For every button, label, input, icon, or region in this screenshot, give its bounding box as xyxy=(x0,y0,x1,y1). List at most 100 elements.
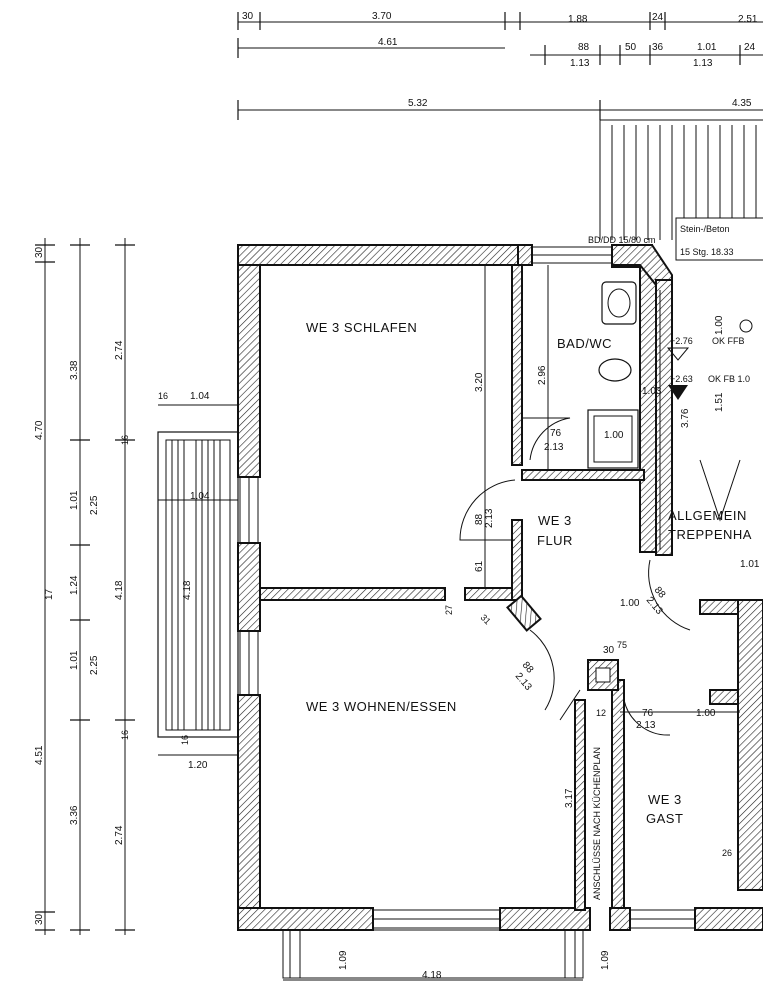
doors xyxy=(459,417,691,736)
dim-top-50: 50 xyxy=(625,42,637,53)
bad-shower-width: 1.00 xyxy=(604,430,624,441)
gast-213: 2.13 xyxy=(636,720,656,731)
balcony-width-mid: 1.04 xyxy=(190,491,210,502)
treppe-376: 3.76 xyxy=(680,408,691,428)
dim-left-30b: 30 xyxy=(34,913,45,925)
sink-icon xyxy=(601,281,637,325)
terrace-depth-b: 1.09 xyxy=(600,950,611,970)
balcony-width-bottom: 1.20 xyxy=(188,760,208,771)
dim-top-461: 4.61 xyxy=(378,37,398,48)
gast-12: 12 xyxy=(596,708,606,718)
dim-left-470: 4.70 xyxy=(34,420,45,440)
room-flur-line1: WE 3 xyxy=(538,513,572,528)
dim-top-532: 5.32 xyxy=(408,98,428,109)
kitchen-note: ANSCHLÜSSE NACH KÜCHENPLAN xyxy=(592,747,602,900)
left-dimension-chains: 30 3.38 2.74 4.70 1.01 2.25 1.24 17 4.18… xyxy=(34,238,135,935)
treppe-100: 1.00 xyxy=(714,315,725,335)
room-treppe-line2: TREPPENHA xyxy=(668,527,752,542)
terrace-width: 4.18 xyxy=(422,970,442,981)
flur-door-88: 88 xyxy=(474,513,485,525)
balcony-width-top: 1.04 xyxy=(190,391,210,402)
dim-left-274b: 2.74 xyxy=(114,825,125,845)
windows xyxy=(239,246,696,929)
room-bad: BAD/WC xyxy=(557,336,612,351)
dim-top-101: 1.01 xyxy=(697,42,717,53)
stairs: Stein-/Beton 15 Stg. 18.33 BD/DD 15/80 c… xyxy=(588,119,763,261)
flur-27: 27 xyxy=(444,605,454,615)
dim-top-24b: 24 xyxy=(744,42,756,53)
treppe-151: 1.51 xyxy=(714,392,725,412)
dim-left-17: 17 xyxy=(44,588,55,600)
dim-left-418: 4.18 xyxy=(114,580,125,600)
dim-top-88: 88 xyxy=(578,42,590,53)
dim-left-225a: 2.25 xyxy=(89,495,100,515)
dim-left-30a: 30 xyxy=(34,246,45,258)
balcony-16d: 16 xyxy=(180,735,190,745)
gast-76: 76 xyxy=(642,708,654,719)
balcony-16a: 16 xyxy=(158,391,168,401)
gast-100: 1.00 xyxy=(696,708,716,719)
toilet-icon xyxy=(598,358,632,382)
dim-top-113a: 1.13 xyxy=(570,58,590,69)
balcony-16c: 16 xyxy=(120,730,130,740)
schlafen-height: 3.20 xyxy=(474,372,485,392)
stairwell-symbols xyxy=(659,290,753,550)
treppe-door-213: 2.13 xyxy=(644,595,665,617)
dim-top-30: 30 xyxy=(242,11,254,22)
treppe-103: 1.03 xyxy=(642,386,662,397)
inner-dimensions: 3.20 2.96 1.00 76 2.13 88 2.13 61 27 31 … xyxy=(444,265,760,900)
treppe-101: 1.01 xyxy=(740,559,760,570)
flur-door-213: 2.13 xyxy=(484,508,495,528)
stairs-material: Stein-/Beton xyxy=(680,224,730,234)
top-dimension-chains: 30 3.70 1.88 24 2.51 4.61 88 50 36 1.01 … xyxy=(237,11,763,120)
dim-left-124: 1.24 xyxy=(69,575,80,595)
dim-top-370: 3.70 xyxy=(372,11,392,22)
dim-left-225b: 2.25 xyxy=(89,655,100,675)
dim-top-113b: 1.13 xyxy=(693,58,713,69)
level-263: +2.63 xyxy=(670,374,693,384)
room-schlafen: WE 3 SCHLAFEN xyxy=(306,320,417,335)
dim-left-336: 3.36 xyxy=(69,805,80,825)
balcony-height: 4.18 xyxy=(182,580,193,600)
bad-height: 2.96 xyxy=(537,365,548,385)
bathroom-fixtures xyxy=(587,281,639,469)
balcony: 1.04 1.04 1.20 4.18 16 16 16 16 xyxy=(120,391,239,771)
dim-left-451: 4.51 xyxy=(34,745,45,765)
terrace-depth-a: 1.09 xyxy=(338,950,349,970)
room-treppe-line1: ALLGEMEIN xyxy=(668,508,747,523)
walls xyxy=(237,244,763,931)
dim-left-101a: 1.01 xyxy=(69,490,80,510)
shaft-30: 30 xyxy=(603,645,615,656)
room-gast-line2: GAST xyxy=(646,811,683,826)
treppe-100b: 1.00 xyxy=(620,598,640,609)
level-263-tag: OK FB 1.0 xyxy=(708,374,750,384)
flur-61: 61 xyxy=(474,560,485,572)
dim-top-188: 1.88 xyxy=(568,14,588,25)
shower-tray-icon xyxy=(587,409,639,469)
stairs-count: 15 Stg. 18.33 xyxy=(680,247,734,257)
shaft-75: 75 xyxy=(617,640,627,650)
gast-26: 26 xyxy=(722,848,732,858)
room-gast-line1: WE 3 xyxy=(648,792,682,807)
wohn-door-213: 2.13 xyxy=(513,671,534,693)
room-labels: WE 3 SCHLAFEN BAD/WC WE 3 FLUR WE 3 WOHN… xyxy=(306,320,752,826)
room-wohnen: WE 3 WOHNEN/ESSEN xyxy=(306,699,457,714)
balcony-16b: 16 xyxy=(120,435,130,445)
dim-left-338: 3.38 xyxy=(69,360,80,380)
wohn-31: 31 xyxy=(479,612,493,626)
level-276: +2.76 xyxy=(670,336,693,346)
bottom-terrace: 4.18 1.09 1.09 xyxy=(282,929,611,981)
level-annotations: +2.76 OK FFB +2.63 OK FB 1.0 xyxy=(670,336,750,384)
level-276-tag: OK FFB xyxy=(712,336,745,346)
dim-top-435: 4.35 xyxy=(732,98,752,109)
kitchen-317: 3.17 xyxy=(564,788,575,808)
dim-top-36: 36 xyxy=(652,42,664,53)
dim-top-24a: 24 xyxy=(652,12,664,23)
room-flur-line2: FLUR xyxy=(537,533,573,548)
dim-left-274a: 2.74 xyxy=(114,340,125,360)
level-triangle-icon xyxy=(668,385,688,400)
dim-left-101b: 1.01 xyxy=(69,650,80,670)
dim-top-251: 2.51 xyxy=(738,14,758,25)
level-marker-icon xyxy=(739,319,753,333)
